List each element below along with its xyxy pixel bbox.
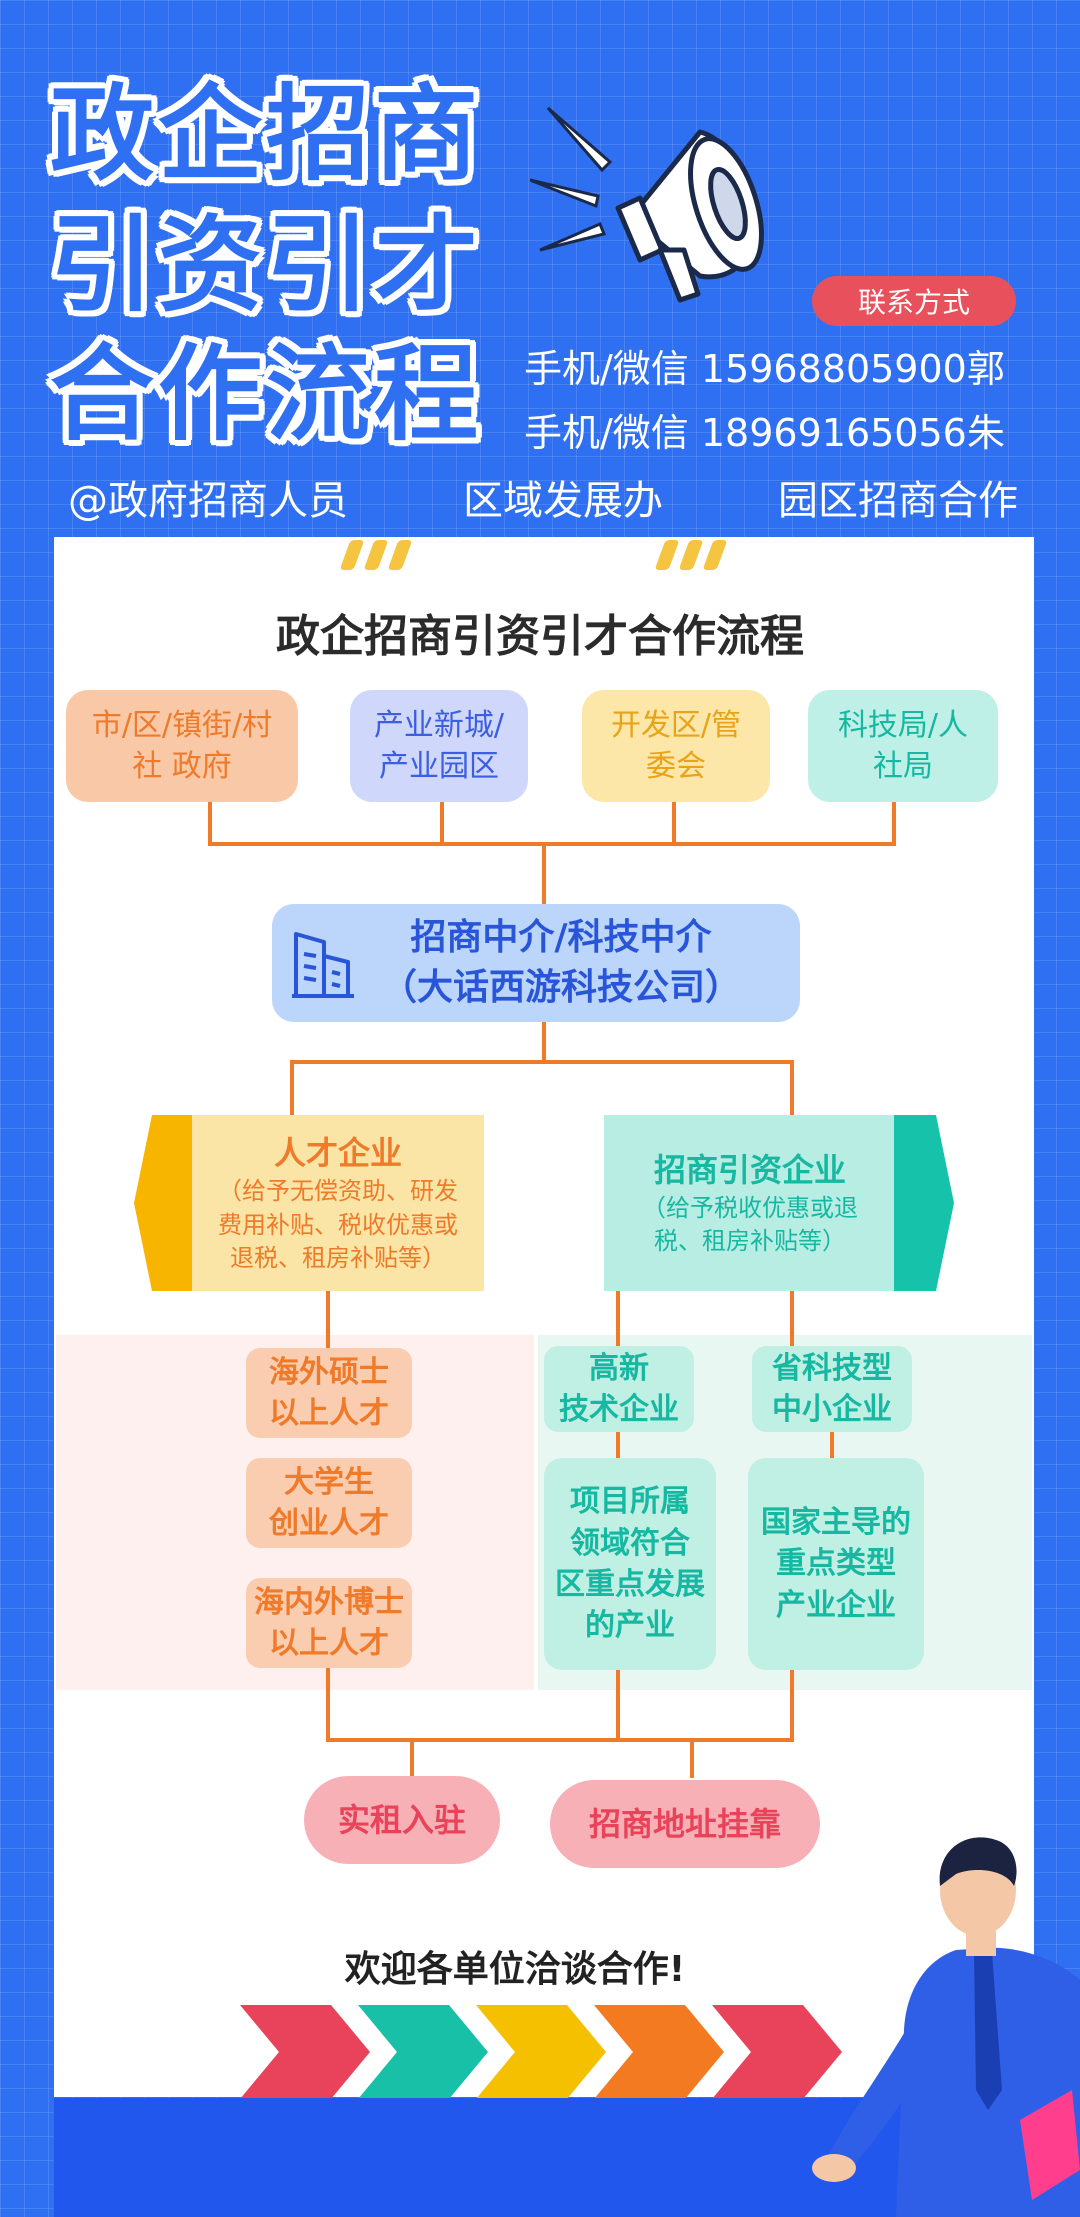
graduate-line2: 创业人才 [269, 1506, 389, 1541]
project-line4: 的产业 [585, 1608, 675, 1644]
org-tag-dev-office: 区域发展办 [463, 478, 663, 524]
businessman-illustration [812, 1837, 1080, 2217]
doctor-line2: 以上人才 [269, 1626, 389, 1661]
welcome-text: 欢迎各单位洽谈合作! [344, 1949, 686, 1990]
org-tags: @政府招商人员 区域发展办 园区招商合作 [68, 468, 1018, 526]
hightech-line2: 技术企业 [559, 1392, 679, 1427]
talent-desc-2: 费用补贴、税收优惠或 [218, 1210, 458, 1239]
talent-enterprise-box: 人才企业 （给予无偿资助、研发 费用补贴、税收优惠或 退税、租房补贴等） [192, 1115, 484, 1291]
connector [790, 1670, 794, 1740]
deco-marks-right [654, 540, 728, 570]
connector [440, 802, 444, 844]
industrial-park-box: 产业新城/产业园区 [350, 690, 528, 802]
flow-title: 政企招商引资引才合作流程 [276, 611, 804, 662]
contact-badge: 联系方式 [812, 276, 1016, 326]
provincial-sme-box: 省科技型中小企业 [752, 1346, 912, 1432]
connector [790, 1291, 794, 1349]
provincial-line2: 中小企业 [772, 1392, 892, 1427]
talent-item-graduate: 大学生创业人才 [246, 1458, 412, 1548]
tech-bureau-box-line2: 社局 [872, 749, 933, 784]
talent-desc-3: 退税、租房补贴等） [230, 1243, 446, 1272]
intermediary-line2: （大话西游科技公司） [380, 967, 741, 1008]
project-field-box: 项目所属 领域符合 区重点发展 的产业 [544, 1458, 716, 1670]
investment-desc-1: （给予税收优惠或退 [642, 1193, 858, 1222]
connector [616, 1291, 620, 1349]
connector [326, 1668, 330, 1740]
gov-box-line1: 市/区/镇街/村 [91, 707, 273, 743]
connector [290, 1060, 794, 1064]
phone-1: 手机/微信 15968805900郭 [524, 347, 1005, 391]
talent-item-doctor: 海内外博士以上人才 [246, 1578, 412, 1668]
project-line3: 区重点发展 [555, 1567, 705, 1602]
industrial-park-box-line1: 产业新城/ [373, 707, 505, 743]
dev-zone-box-line1: 开发区/管 [610, 707, 742, 743]
national-industry-box: 国家主导的 重点类型 产业企业 [748, 1458, 924, 1670]
investment-desc-2: 税、租房补贴等） [654, 1227, 846, 1256]
hightech-box: 高新技术企业 [544, 1346, 694, 1432]
dev-zone-box-line2: 委会 [645, 749, 706, 784]
phone-2: 手机/微信 18969165056朱 [524, 411, 1005, 455]
connector [542, 1022, 546, 1062]
connector [616, 1432, 620, 1458]
connector [690, 1738, 694, 1778]
talent-desc-1: （给予无偿资助、研发 [218, 1177, 458, 1206]
project-line1: 项目所属 [570, 1484, 690, 1520]
connector [326, 1738, 794, 1742]
result-rent-box: 实租入驻 [304, 1776, 500, 1864]
intermediary-box: 招商中介/科技中介 （大话西游科技公司） [272, 904, 800, 1022]
graduate-line1: 大学生 [284, 1464, 374, 1500]
provincial-line1: 省科技型 [772, 1350, 892, 1386]
connector [616, 1670, 620, 1740]
connector [410, 1738, 414, 1778]
connector [672, 802, 676, 844]
national-line1: 国家主导的 [761, 1504, 911, 1540]
connector [790, 1060, 794, 1116]
project-line2: 领域符合 [570, 1525, 690, 1561]
hightech-line1: 高新 [589, 1350, 649, 1386]
talent-title: 人才企业 [273, 1134, 402, 1173]
investment-enterprise-box: 招商引资企业 （给予税收优惠或退 税、租房补贴等） [604, 1115, 896, 1291]
overseas-master-line1: 海外硕士 [269, 1354, 389, 1390]
talent-item-overseas-master: 海外硕士以上人才 [246, 1348, 412, 1438]
national-line3: 产业企业 [776, 1587, 896, 1623]
connector [290, 1060, 294, 1116]
result-address-box: 招商地址挂靠 [550, 1780, 820, 1868]
connector [326, 1291, 330, 1351]
megaphone-icon [530, 106, 764, 303]
investment-title: 招商引资企业 [653, 1150, 846, 1189]
connector [830, 1432, 834, 1458]
gov-box: 市/区/镇街/村社 政府 [66, 690, 298, 802]
org-tag-park: 园区招商合作 [778, 478, 1018, 524]
overseas-master-line2: 以上人才 [269, 1396, 389, 1431]
title-line-2: 引资引才 [50, 204, 483, 326]
title-line-1: 政企招商 [50, 73, 483, 195]
national-line2: 重点类型 [776, 1546, 896, 1582]
gov-box-line2: 社 政府 [132, 749, 232, 784]
title-line-3: 合作流程 [50, 333, 483, 455]
industrial-park-box-line2: 产业园区 [378, 749, 499, 784]
connector [892, 802, 896, 844]
tech-bureau-box: 科技局/人社局 [808, 690, 998, 802]
deco-marks-left [339, 540, 413, 570]
connector [208, 802, 212, 844]
dev-zone-box: 开发区/管委会 [582, 690, 770, 802]
building-icon [292, 932, 354, 998]
connector [542, 842, 546, 904]
intermediary-line1: 招商中介/科技中介 [410, 917, 712, 959]
connector [208, 842, 896, 846]
tech-bureau-box-line1: 科技局/人 [837, 707, 969, 743]
org-tag-gov: @政府招商人员 [68, 478, 348, 524]
doctor-line1: 海内外博士 [254, 1584, 404, 1620]
